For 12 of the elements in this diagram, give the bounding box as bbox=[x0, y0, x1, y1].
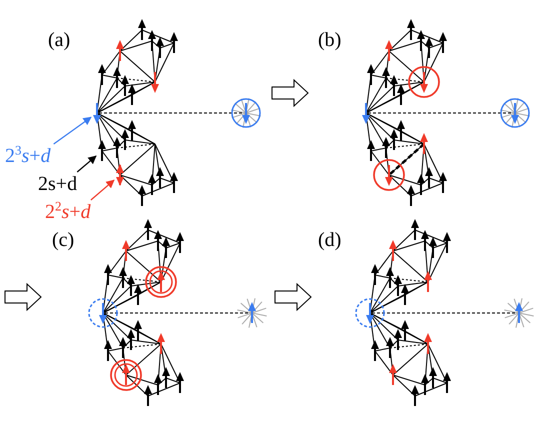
spin-label: 2$^{2}$s+d bbox=[45, 200, 91, 224]
spin-label: 2$^{3}$s+d bbox=[5, 144, 51, 168]
spin-arrow-icon bbox=[96, 140, 108, 162]
panel-label: (a) bbox=[48, 28, 70, 52]
leader-line bbox=[53, 116, 92, 144]
spin-arrow-icon bbox=[91, 102, 103, 124]
panel-label: (d) bbox=[318, 228, 342, 252]
leader-line bbox=[90, 180, 115, 200]
leader-line bbox=[76, 156, 97, 172]
panel-label: (b) bbox=[318, 28, 342, 52]
spin-label: 2s+d bbox=[38, 172, 78, 196]
panel-label: (c) bbox=[52, 228, 74, 252]
